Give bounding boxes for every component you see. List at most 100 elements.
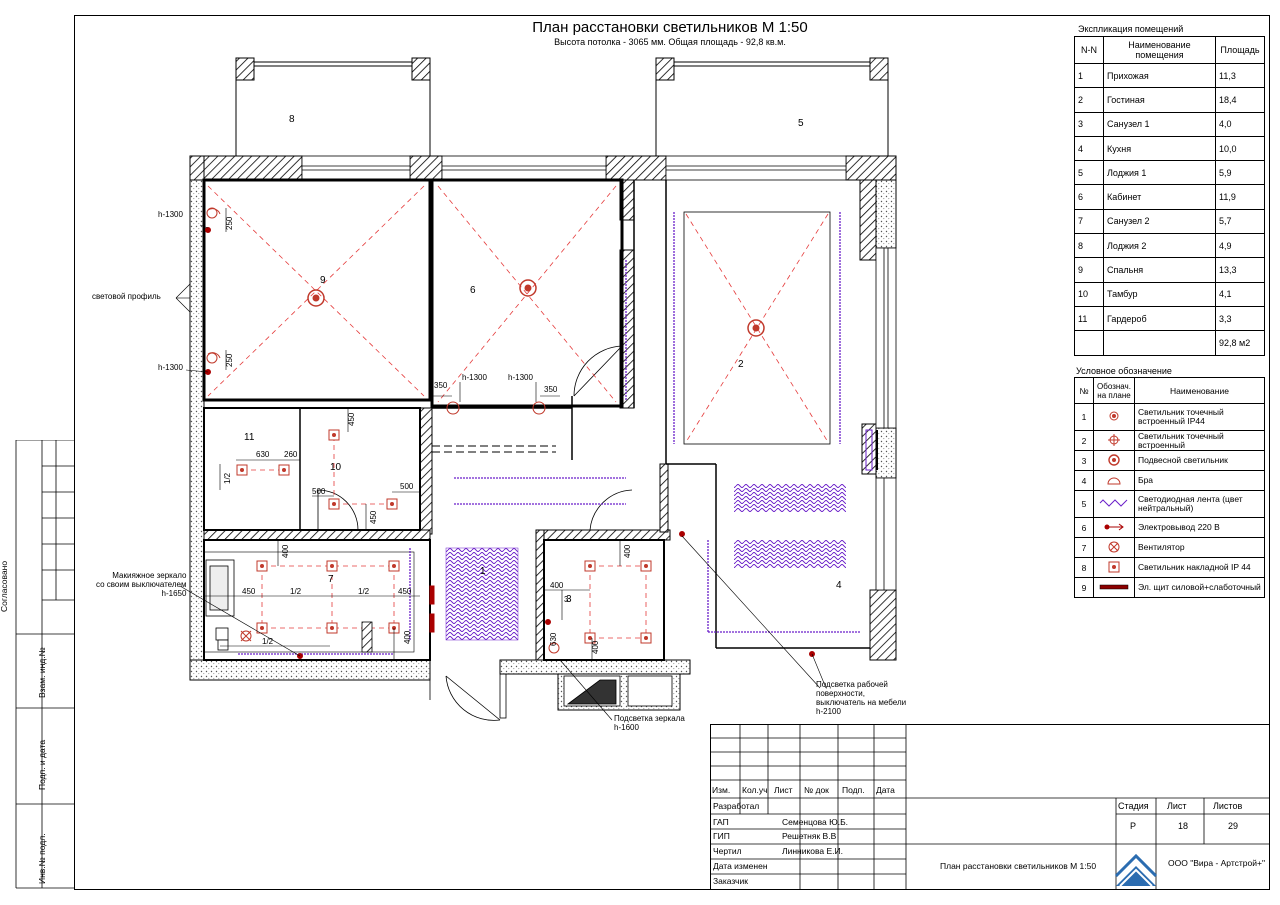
explication-caption: Экспликация помещений (1078, 24, 1184, 34)
recessed-spot-ip44-icon (1093, 403, 1135, 431)
room-number: 6 (1074, 184, 1104, 210)
legend-text: Эл. щит силовой+слаботочный (1134, 577, 1265, 598)
explication-total-row: 92,8 м2 (1074, 330, 1265, 356)
dim-label: 250 (225, 353, 234, 367)
dim-label: 250 (225, 216, 234, 230)
height-label: h-1300 (508, 373, 533, 382)
stamp-role: ГИП (713, 831, 730, 841)
dim-label: 350 (434, 381, 448, 390)
loggia-1 (655, 57, 889, 158)
dim-label: 350 (544, 385, 558, 394)
dim-label: 400 (403, 630, 412, 644)
room-label: 4 (836, 580, 842, 591)
legend-row: 3 Подвесной светильник (1074, 450, 1265, 471)
stamp-column-header: № док (804, 785, 829, 795)
legend-number: 1 (1074, 403, 1094, 431)
sheet-value: 18 (1178, 821, 1189, 831)
legend-text: Подвесной светильник (1134, 450, 1265, 471)
drawing-subtitle: Высота потолка - 3065 мм. Общая площадь … (554, 37, 786, 47)
room-number: 11 (1074, 305, 1104, 332)
mirror-note: Макияжное зеркало со своим выключателем … (96, 571, 187, 598)
legend-number: 3 (1074, 450, 1094, 471)
room-label: 3 (566, 594, 572, 605)
room-area: 4,0 (1215, 111, 1265, 137)
room-name: Лоджия 2 (1103, 233, 1216, 259)
fan-icon (1093, 537, 1135, 558)
sconces (206, 207, 546, 415)
stamp-role: Чертил (713, 846, 742, 856)
dim-label: 1/2 (262, 637, 274, 646)
led-strips (238, 212, 860, 655)
dim-label: 1/2 (358, 587, 370, 596)
dim-label: 630 (256, 450, 270, 459)
legend-text: Светильник точечный встроенный (1134, 430, 1265, 451)
room-number: 3 (1074, 111, 1104, 137)
side-label-inventory: Инв.№ подл. (37, 833, 47, 884)
explication-header: N-N (1074, 36, 1104, 64)
panel-board-icon (1093, 577, 1135, 598)
legend-number: 8 (1074, 557, 1094, 578)
pendant-lamps (307, 279, 765, 337)
room-name: Прихожая (1103, 62, 1216, 89)
total-area: 92,8 м2 (1215, 330, 1265, 356)
height-label: h-1300 (158, 210, 183, 219)
room-name: Санузел 1 (1103, 111, 1216, 137)
room-label: 5 (798, 118, 804, 129)
sheets-value: 29 (1228, 821, 1239, 831)
room-label: 10 (330, 462, 342, 473)
room-name: Лоджия 1 (1103, 160, 1216, 186)
power-outlet-220-icon (1093, 517, 1135, 538)
room-name: Тамбур (1103, 281, 1216, 307)
stage-label: Стадия (1118, 801, 1149, 811)
dim-label: 630 (549, 632, 558, 646)
explication-header: Наименование помещения (1103, 36, 1216, 64)
dim-label: 260 (284, 450, 298, 459)
sheet-label: Лист (1167, 801, 1187, 811)
room-number: 8 (1074, 233, 1104, 259)
room-label: 9 (320, 275, 326, 286)
room-number: 5 (1074, 160, 1104, 186)
legend-text: Вентилятор (1134, 537, 1265, 558)
legend-number: 6 (1074, 517, 1094, 538)
surface-lamp-ip44-icon (1093, 557, 1135, 578)
room-label: 2 (738, 359, 744, 370)
recessed-spot-icon (1093, 430, 1135, 451)
room-label: 6 (470, 285, 476, 296)
stamp-column-header: Подп. (842, 785, 865, 795)
legend-header: Наименование (1134, 377, 1265, 404)
company-name: ООО "Вира - Артстрой+" (1168, 858, 1265, 868)
dim-label: 450 (398, 587, 412, 596)
title-block-grid (710, 724, 1270, 890)
dim-label: 500 (312, 487, 326, 496)
room-number: 4 (1074, 135, 1104, 162)
stamp-person: Решетняк В.В (782, 831, 837, 841)
height-label: h-1300 (158, 363, 183, 372)
side-label-replace: Взам. инд.№ (37, 647, 47, 698)
stamp-role: Разработал (713, 801, 760, 811)
pendant-lamp-icon (1093, 450, 1135, 471)
room-area: 3,3 (1215, 305, 1265, 332)
dim-label: 400 (591, 640, 600, 654)
dim-label: 1/2 (290, 587, 302, 596)
room-name: Гардероб (1103, 305, 1216, 332)
stamp-column-header: Кол.уч (742, 785, 768, 795)
title-block (710, 724, 1270, 890)
floor-plan: 8 5 9 6 2 11 10 7 1 3 4 250 250 (92, 57, 897, 721)
room-name: Спальня (1103, 257, 1216, 283)
dim-label: 450 (347, 412, 356, 426)
legend-number: 5 (1074, 490, 1094, 518)
